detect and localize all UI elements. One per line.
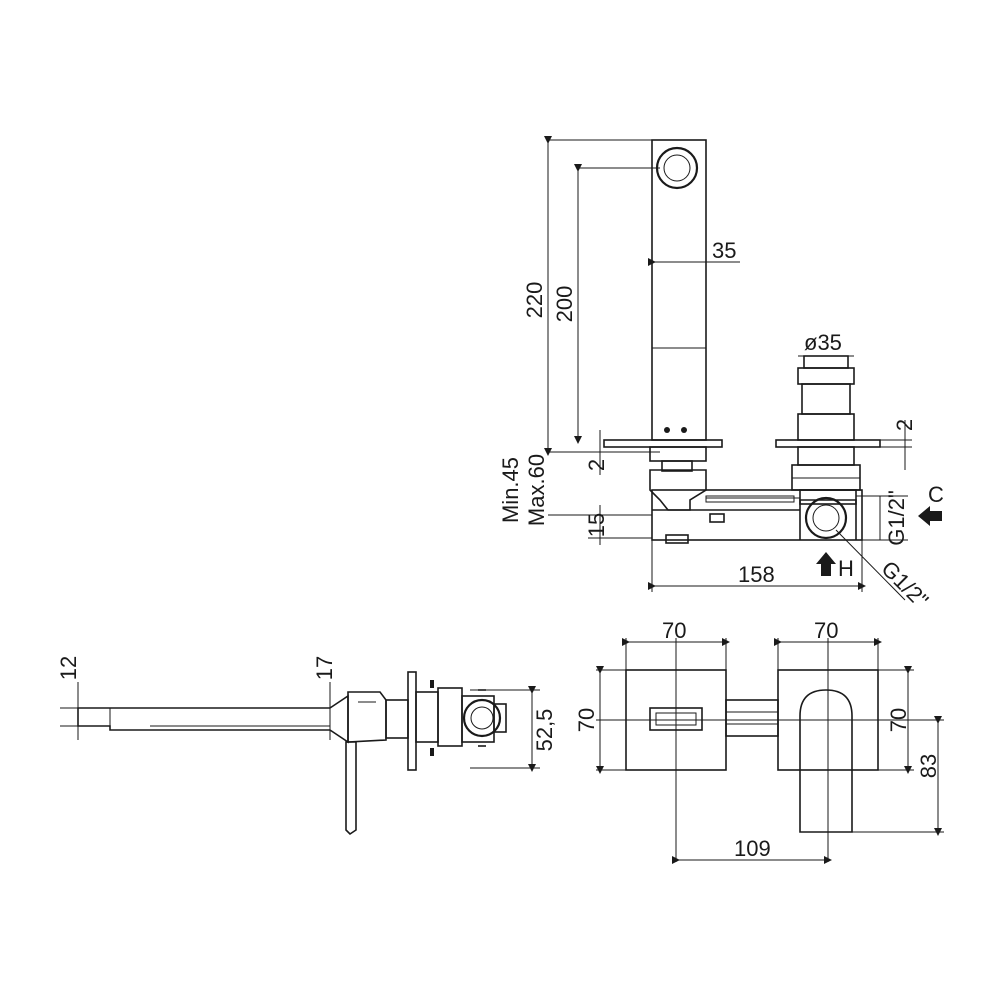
hot-arrow — [816, 552, 836, 576]
dim-83: 83 — [916, 754, 941, 778]
cold-arrow — [918, 506, 942, 526]
dim-200: 200 — [552, 286, 577, 323]
dim-min45: Min.45 — [498, 457, 523, 523]
side-lever — [345, 741, 357, 836]
front-view: 70 70 70 70 83 109 — [574, 618, 944, 864]
hot-inlet — [804, 496, 848, 540]
dim-diameter-35: ø35 — [804, 330, 842, 355]
dim-2-right: 2 — [892, 419, 917, 431]
outlet-ring — [655, 146, 699, 190]
handle-top — [803, 355, 849, 369]
dim-12: 12 — [56, 656, 81, 680]
dim-70-vert-left: 70 — [574, 708, 599, 732]
dim-2-left: 2 — [584, 459, 609, 471]
spout-plate — [603, 439, 723, 448]
side-spout — [77, 694, 349, 744]
dim-70-left: 70 — [662, 618, 686, 643]
top-view: 220 200 35 ø35 2 2 Min.45 Max.60 15 158 — [498, 136, 944, 613]
dim-109: 109 — [734, 836, 771, 861]
handle-plate — [775, 439, 881, 448]
spout-body — [651, 139, 707, 441]
dim-158: 158 — [738, 562, 775, 587]
cold-label: C — [928, 482, 944, 507]
dim-15: 15 — [584, 513, 609, 537]
dim-70-right: 70 — [814, 618, 838, 643]
front-handle — [799, 689, 853, 833]
dim-max60: Max.60 — [524, 454, 549, 526]
dim-cold-thread: G1/2" — [884, 490, 909, 546]
hot-label: H — [838, 556, 854, 581]
dim-17: 17 — [312, 656, 337, 680]
side-view: 12 17 52,5 — [56, 656, 557, 836]
dim-35: 35 — [712, 238, 736, 263]
dim-52-5: 52,5 — [532, 709, 557, 752]
dim-hot-thread: G1/2" — [876, 556, 933, 613]
dim-220: 220 — [522, 282, 547, 319]
side-wall-plate — [407, 671, 417, 771]
